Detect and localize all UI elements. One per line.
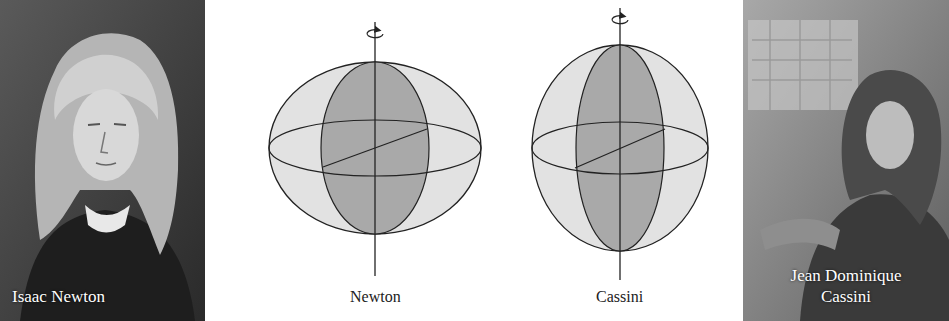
newton-portrait [0,0,205,321]
figure-caption: Cassini [596,287,643,306]
portrait-caption: Jean Dominique Cassini [773,266,919,307]
portrait-caption: Isaac Newton [12,287,197,307]
prolate-spheroid [532,8,708,280]
portrait-panel: Isaac Newton [0,0,205,321]
oblate-spheroid [269,22,481,276]
portrait-panel: Jean Dominique Cassini [743,0,949,321]
cassini-portrait [743,0,949,321]
figure-caption: Newton [350,287,401,306]
